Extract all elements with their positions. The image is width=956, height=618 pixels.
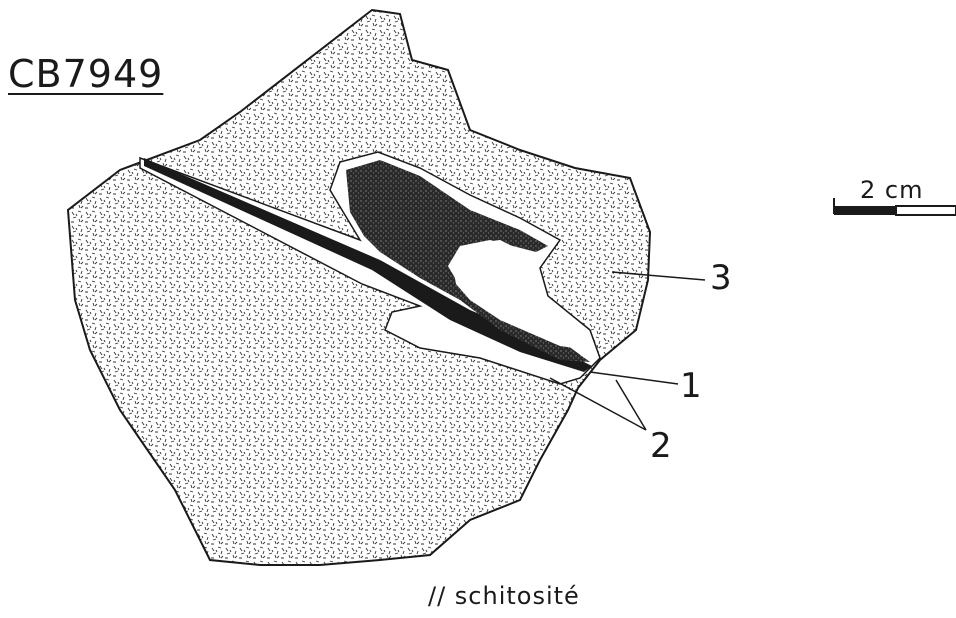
label-2: 2	[650, 426, 672, 466]
sample-id: CB7949	[8, 52, 163, 96]
caption: // schitosité	[428, 582, 580, 610]
label-1: 1	[680, 366, 702, 406]
scale-label: 2 cm	[860, 176, 923, 204]
label-3: 3	[710, 258, 732, 298]
leader-line-1	[590, 372, 678, 384]
